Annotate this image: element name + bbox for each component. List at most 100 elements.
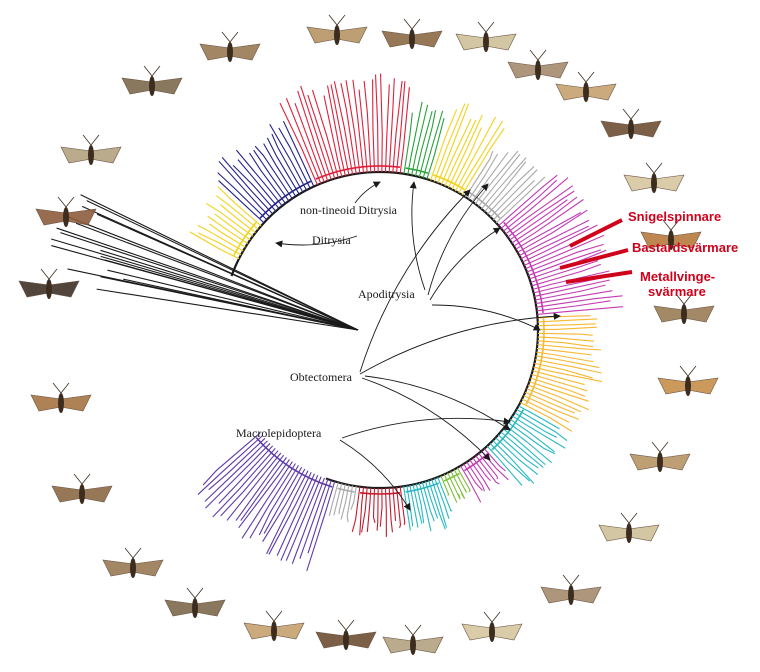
- moth-body: [626, 523, 632, 543]
- clade-purple-branch: [205, 443, 271, 509]
- clade-magenta-branch: [536, 295, 623, 308]
- moth-photo-icon: [60, 134, 122, 165]
- moth-right-wing: [345, 631, 377, 649]
- clade-magenta-branch: [534, 279, 610, 297]
- clade-red-upper: [279, 73, 410, 186]
- clade-purple-branch: [235, 454, 285, 521]
- clade-purple-branch: [262, 468, 306, 542]
- clade-purple-branch: [263, 466, 303, 534]
- clade-purple-branch: [285, 476, 322, 561]
- clade-cyan-right-branch: [502, 428, 546, 466]
- clade-cyan-right-branch: [505, 425, 553, 464]
- moth-left-wing: [629, 453, 661, 471]
- clade-red-upper-branch: [395, 81, 406, 173]
- clade-magenta-branch: [528, 249, 601, 276]
- moth-antennae: [57, 196, 75, 208]
- clade-magenta-branch: [505, 185, 574, 235]
- moth-body: [489, 622, 495, 642]
- clade-cyan-low: [403, 476, 453, 532]
- clade-arrow: [341, 417, 511, 439]
- moth-antennae: [483, 611, 501, 623]
- clade-lightgreen-branch: [456, 467, 471, 493]
- moth-antennae: [40, 268, 58, 280]
- clade-crimson-branch: [379, 487, 383, 527]
- clade-navy-branch: [218, 180, 265, 224]
- clade-lightgreen-branch: [453, 469, 468, 493]
- clade-gray-upper-branch: [492, 179, 536, 221]
- moth-body: [63, 207, 69, 227]
- clade-magenta-branch: [525, 234, 605, 270]
- clade-cyan-low-branch: [418, 482, 432, 532]
- clade-yellow-upper-branch: [451, 127, 482, 190]
- clade-red-upper-branch: [399, 87, 410, 174]
- moth-photo-icon: [555, 71, 617, 102]
- clade-purple-branch: [266, 470, 309, 555]
- moth-right-wing: [60, 394, 92, 412]
- clade-purple-branch: [240, 457, 287, 521]
- clade-magenta: [498, 174, 624, 315]
- clade-navy-branch: [221, 157, 274, 215]
- outgroup-branch: [63, 214, 359, 331]
- label-metallvinge-line1: Metallvinge-: [640, 269, 715, 284]
- moth-photo-icon: [243, 610, 305, 641]
- clade-navy-branch: [271, 133, 304, 193]
- clade-yellow-upper-branch: [454, 116, 497, 192]
- clade-cyan-right-branch: [514, 412, 557, 438]
- clade-magenta-branch: [530, 260, 599, 283]
- clade-crimson-branch: [359, 487, 365, 536]
- clade-gray-low-branch: [333, 483, 343, 516]
- clade-navy-branch: [249, 152, 286, 204]
- moth-antennae: [73, 473, 91, 485]
- moth-body: [271, 621, 277, 641]
- clade-orange-branch: [537, 336, 595, 342]
- clade-yellow-upper-branch: [444, 119, 477, 187]
- clade-magenta-branch: [532, 270, 610, 290]
- clade-crimson-arc: [359, 491, 401, 495]
- clade-cyan-right-arc: [491, 409, 525, 451]
- clade-yellow-upper-branch: [440, 118, 472, 185]
- clade-navy-branch: [263, 143, 297, 197]
- moth-left-wing: [102, 559, 134, 577]
- clade-red-upper-branch: [392, 80, 403, 173]
- clade-lightgreen-branch: [443, 474, 458, 503]
- clade-purple-branch: [218, 445, 274, 504]
- clade-red-upper-branch: [372, 79, 376, 173]
- clade-gray-upper-branch: [495, 176, 546, 224]
- clade-red-upper-branch: [311, 89, 339, 178]
- clade-red-upper-branch: [294, 103, 325, 183]
- moth-antennae: [82, 134, 100, 146]
- moth-right-wing: [132, 559, 164, 577]
- moth-photo-icon: [121, 65, 183, 96]
- clade-cyan-right-branch: [492, 440, 535, 484]
- clade-navy-branch: [235, 149, 283, 207]
- moth-photo-icon: [600, 108, 662, 139]
- moth-body: [583, 82, 589, 102]
- moth-antennae: [645, 162, 663, 174]
- clade-magenta-branch: [507, 190, 575, 238]
- moth-left-wing: [507, 61, 539, 79]
- clade-yellow-upper-branch: [448, 114, 483, 188]
- clade-navy-branch: [218, 160, 271, 218]
- highlight-bar: [565, 270, 633, 284]
- clade-arrow: [361, 377, 491, 461]
- moth-right-wing: [653, 174, 685, 192]
- moth-right-wing: [65, 208, 97, 226]
- clade-magenta-low-branch: [472, 457, 491, 482]
- clade-gray-upper-branch: [471, 152, 509, 202]
- clade-crimson-branch: [372, 487, 376, 523]
- clade-red-upper-branch: [323, 95, 343, 177]
- clade-orange-branch: [527, 384, 590, 411]
- clade-red-upper-branch: [388, 78, 395, 173]
- moth-photo-icon: [598, 512, 660, 543]
- clade-green-upper-branch: [411, 104, 429, 176]
- clade-gray-upper-branch: [474, 150, 519, 205]
- clade-cyan-low-branch: [415, 483, 425, 524]
- moth-left-wing: [315, 631, 347, 649]
- moth-photo-icon: [164, 587, 226, 618]
- clade-gray-low-arc: [337, 487, 355, 493]
- outgroup-branch: [81, 205, 359, 331]
- label-ditrysia: Ditrysia: [312, 233, 351, 247]
- outgroup-branch: [67, 268, 359, 331]
- clade-yellow-basal: [189, 186, 262, 260]
